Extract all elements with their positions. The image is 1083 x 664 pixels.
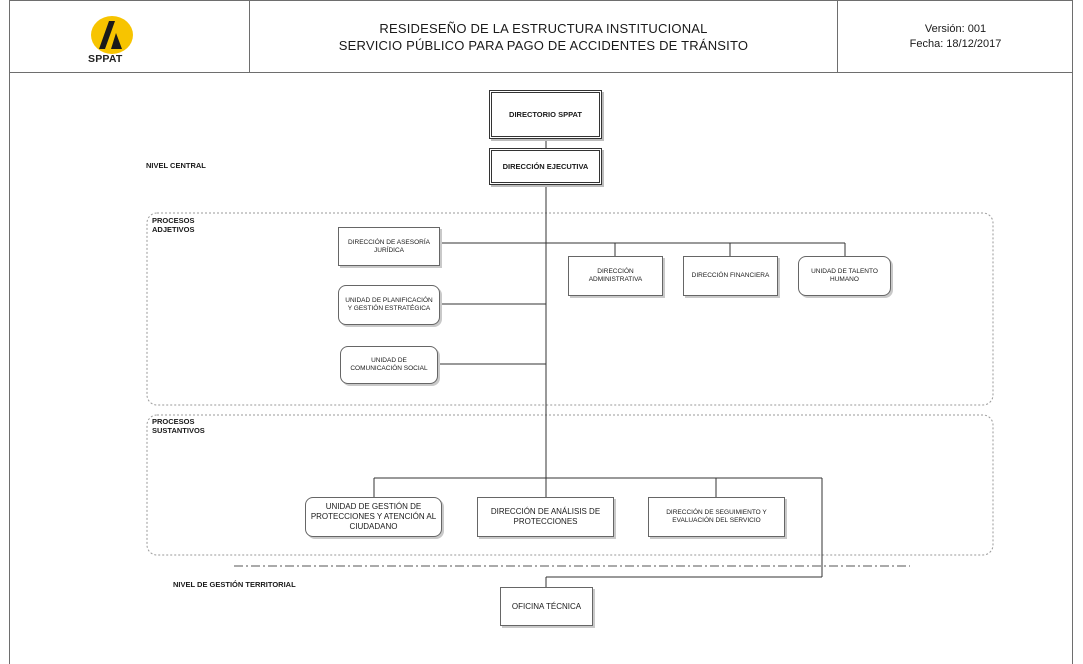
node-direccion-ejecutiva: DIRECCIÓN EJECUTIVA: [489, 148, 602, 185]
node-analisis-protecciones: DIRECCIÓN DE ANÁLISIS DE PROTECCIONES: [477, 497, 614, 537]
level-territorial-label: NIVEL DE GESTIÓN TERRITORIAL: [173, 580, 296, 589]
level-adjetivos-label: PROCESOS ADJETIVOS: [152, 216, 195, 234]
node-administrativa: DIRECCIÓN ADMINISTRATIVA: [568, 256, 663, 296]
header-title-cell: RESIDESEÑO DE LA ESTRUCTURA INSTITUCIONA…: [250, 1, 838, 73]
node-directorio: DIRECTORIO SPPAT: [489, 90, 602, 139]
version-label: Versión: 001: [924, 23, 987, 35]
document-subtitle: SERVICIO PÚBLICO PARA PAGO DE ACCIDENTES…: [338, 38, 749, 53]
level-sustantivos-label: PROCESOS SUSTANTIVOS: [152, 417, 205, 435]
page-frame: [9, 0, 1073, 664]
logo-wordmark: SPPAT: [88, 53, 123, 65]
document-header: SPPAT RESIDESEÑO DE LA ESTRUCTURA INSTIT…: [9, 0, 1073, 73]
group-procesos-sustantivos: [146, 414, 994, 556]
node-talento-humano: UNIDAD DE TALENTO HUMANO: [798, 256, 891, 296]
sppat-logo-icon: [91, 16, 133, 54]
document-title: RESIDESEÑO DE LA ESTRUCTURA INSTITUCIONA…: [379, 21, 708, 36]
node-financiera: DIRECCIÓN FINANCIERA: [683, 256, 778, 296]
node-oficina-tecnica: OFICINA TÉCNICA: [500, 587, 593, 626]
header-logo-cell: SPPAT: [10, 1, 250, 73]
node-seguimiento: DIRECCIÓN DE SEGUIMIENTO Y EVALUACIÓN DE…: [648, 497, 785, 537]
header-version-cell: Versión: 001 Fecha: 18/12/2017: [838, 1, 1073, 73]
node-asesoria-juridica: DIRECCIÓN DE ASESORÍA JURÍDICA: [338, 227, 440, 266]
level-central-label: NIVEL CENTRAL: [146, 161, 206, 170]
node-planificacion: UNIDAD DE PLANIFICACIÓN Y GESTIÓN ESTRAT…: [338, 285, 440, 325]
date-label: Fecha: 18/12/2017: [909, 38, 1002, 50]
group-procesos-adjetivos: [146, 212, 994, 406]
node-gestion-protecciones: UNIDAD DE GESTIÓN DE PROTECCIONES Y ATEN…: [305, 497, 442, 537]
node-comunicacion: UNIDAD DE COMUNICACIÓN SOCIAL: [340, 346, 438, 384]
